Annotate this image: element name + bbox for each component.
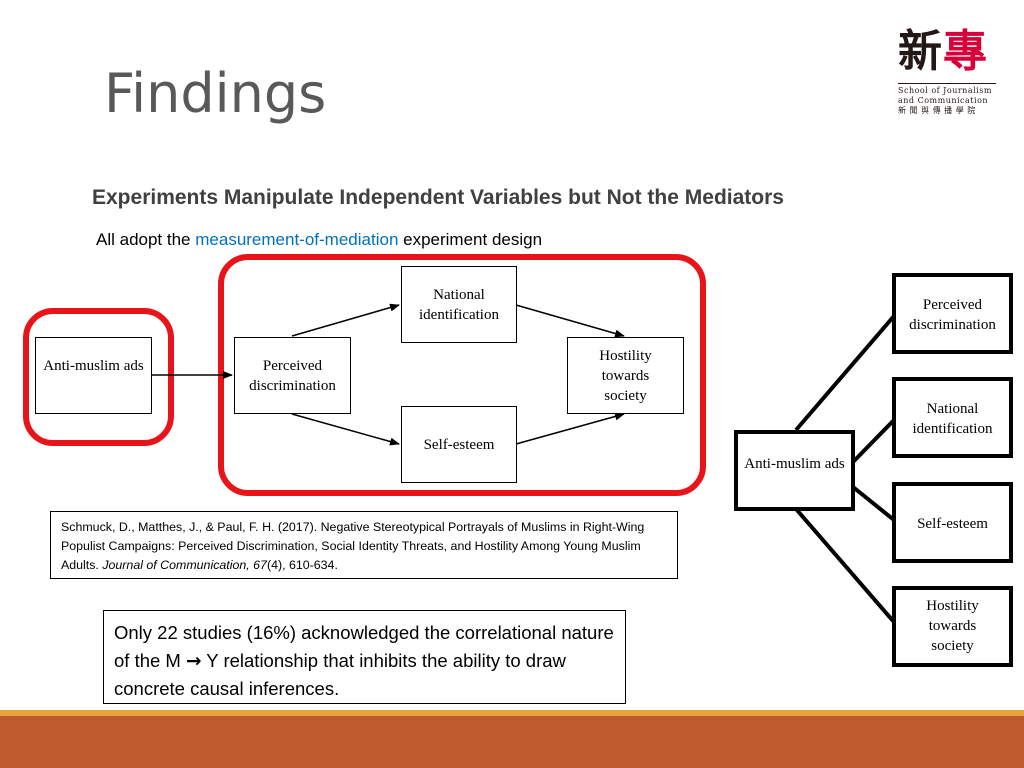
rbox-hostility: Hostility towards society	[892, 586, 1013, 667]
box-anti-muslim-ads: Anti-muslim ads	[35, 337, 152, 414]
arrow-self-to-hostility	[515, 412, 625, 445]
school-logo: 新專 School of Journalism and Communicatio…	[898, 24, 1002, 116]
rbox-national-label: National identification	[912, 401, 993, 437]
box-perceived-label: Perceived discrimination	[249, 358, 336, 394]
line-anti-to-perceived	[794, 314, 896, 432]
arrow-national-to-hostility	[515, 304, 625, 338]
rbox-national-identification: National identification	[892, 377, 1013, 458]
box-hostility-label: Hostility towards society	[599, 348, 652, 404]
line-anti-to-national	[851, 418, 896, 464]
box-national-label: National identification	[419, 287, 499, 323]
rbox-self-label: Self-esteem	[917, 516, 988, 532]
note-text-2: Y relationship that inhibits the ability…	[114, 649, 566, 700]
logo-line-3: 新 聞 與 傳 播 學 院	[898, 106, 976, 115]
footer-band	[0, 716, 1024, 768]
citation-text-2: (4), 610-634.	[266, 558, 338, 572]
box-self-label: Self-esteem	[423, 437, 495, 453]
design-suffix: experiment design	[398, 230, 543, 249]
design-statement: All adopt the measurement-of-mediation e…	[96, 230, 542, 250]
design-prefix: All adopt the	[96, 230, 196, 249]
line-anti-to-self	[851, 485, 896, 522]
design-highlight: measurement-of-mediation	[195, 230, 399, 249]
citation-journal: Journal of Communication, 67	[102, 558, 267, 572]
arrow-perceived-to-self	[291, 413, 400, 446]
arrow-perceived-to-national	[291, 303, 400, 337]
box-hostility: Hostility towards society	[567, 337, 684, 414]
rbox-self-esteem: Self-esteem	[892, 482, 1013, 563]
logo-characters: 新專	[898, 24, 1002, 80]
note-text-1: Only 22 studies (16%) acknowledged the c…	[114, 622, 614, 671]
footer-accent-line	[0, 710, 1024, 716]
red-frame-iv	[23, 308, 174, 446]
slide-subtitle: Experiments Manipulate Independent Varia…	[92, 186, 784, 209]
slide-title: Findings	[104, 62, 327, 125]
rbox-perceived-discrimination: Perceived discrimination	[892, 273, 1013, 354]
line-anti-to-hostility	[794, 507, 896, 624]
logo-char-right: 專	[943, 26, 988, 77]
right-arrow-icon: →	[185, 650, 202, 672]
box-perceived-discrimination: Perceived discrimination	[234, 337, 351, 414]
box-anti-label: Anti-muslim ads	[43, 358, 144, 374]
logo-line-2: and Communication	[898, 96, 989, 105]
rbox-perceived-label: Perceived discrimination	[909, 297, 996, 333]
finding-note-box: Only 22 studies (16%) acknowledged the c…	[103, 610, 626, 704]
logo-rule	[898, 83, 996, 84]
rbox-anti-muslim-ads: Anti-muslim ads	[734, 430, 855, 511]
citation-text-1: Schmuck, D., Matthes, J., & Paul, F. H. …	[61, 520, 645, 572]
logo-line-1: School of Journalism	[898, 86, 992, 95]
rbox-anti-label: Anti-muslim ads	[744, 456, 845, 472]
rbox-hostility-label: Hostility towards society	[926, 598, 979, 654]
citation-box: Schmuck, D., Matthes, J., & Paul, F. H. …	[50, 511, 678, 579]
box-national-identification: National identification	[401, 266, 517, 343]
logo-char-left: 新	[898, 26, 943, 77]
box-self-esteem: Self-esteem	[401, 406, 517, 483]
